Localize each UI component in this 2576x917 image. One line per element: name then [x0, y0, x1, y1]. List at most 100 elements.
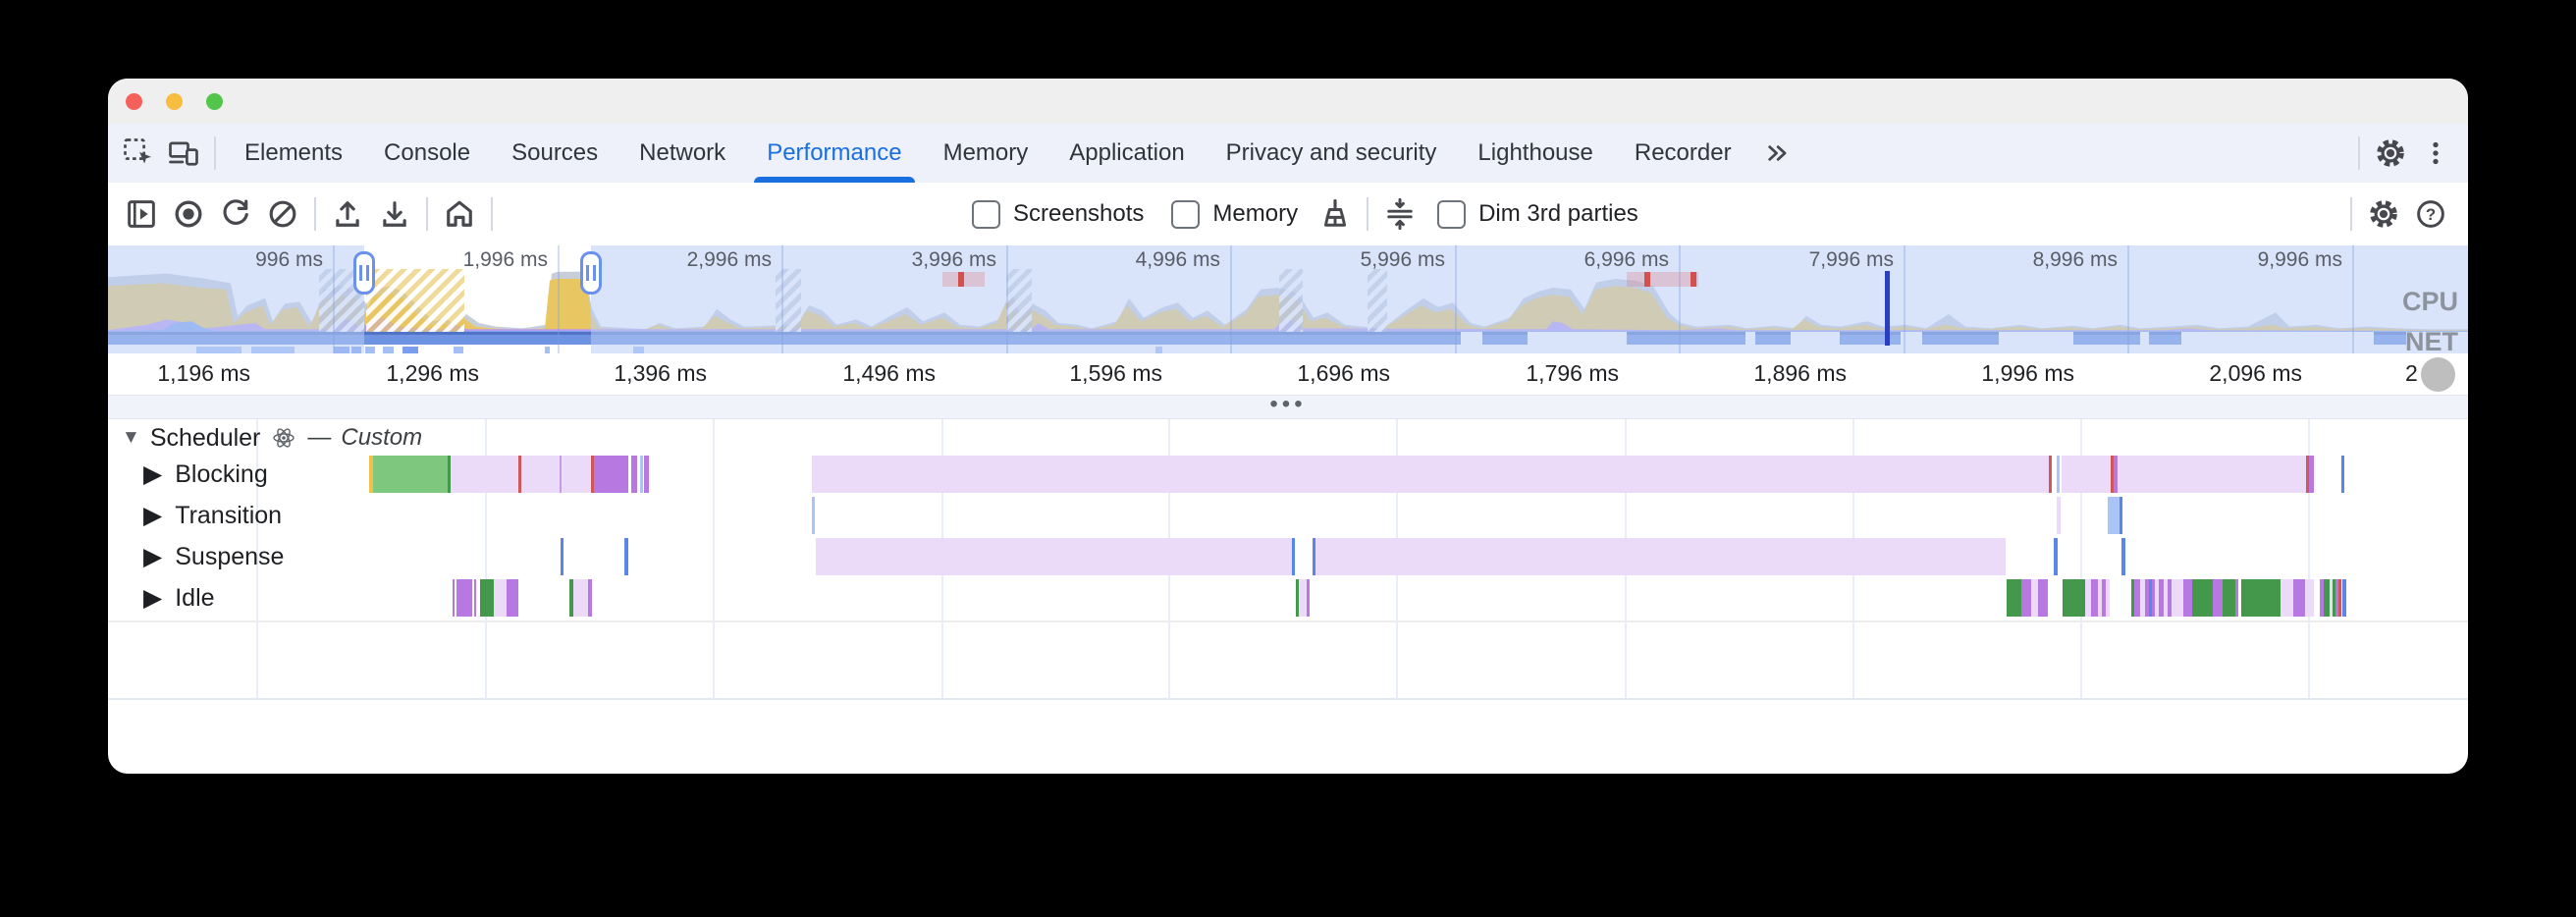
tab-console[interactable]: Console	[363, 124, 491, 183]
flame-entry-idle[interactable]	[588, 579, 592, 617]
flame-entry-idle[interactable]	[2241, 579, 2281, 617]
flame-entry-suspense[interactable]	[1315, 538, 2006, 575]
flame-entry-idle[interactable]	[456, 579, 472, 617]
live-metrics-button[interactable]	[436, 190, 483, 238]
flame-entry-idle[interactable]	[2091, 579, 2098, 617]
tab-privacy-and-security[interactable]: Privacy and security	[1206, 124, 1458, 183]
flame-entry-blocking[interactable]	[2111, 456, 2114, 493]
flame-entry-blocking[interactable]	[2118, 456, 2306, 493]
compress-tracks-button[interactable]	[1376, 190, 1423, 238]
device-toolbar-button[interactable]	[161, 131, 206, 176]
show-sidebar-button[interactable]	[118, 190, 165, 238]
expand-arrow-icon[interactable]: ▶	[143, 460, 163, 488]
flame-entry-idle[interactable]	[2145, 579, 2149, 617]
titlebar[interactable]	[108, 79, 2468, 125]
flame-entry-blocking[interactable]	[631, 456, 637, 493]
clear-button[interactable]	[259, 190, 306, 238]
flame-entry-idle[interactable]	[474, 579, 476, 617]
flame-entry-blocking[interactable]	[2049, 456, 2052, 493]
flame-entry-idle[interactable]	[2305, 579, 2314, 617]
flame-entry-suspense[interactable]	[2054, 538, 2058, 575]
track-row-suspense[interactable]: ▶ Suspense	[143, 538, 284, 575]
flame-entry-idle[interactable]	[2063, 579, 2085, 617]
capture-settings-button[interactable]	[2360, 190, 2407, 238]
zoom-window-button[interactable]	[206, 93, 223, 110]
collapse-arrow-icon[interactable]: ▼	[122, 427, 140, 448]
flame-entry-blocking[interactable]	[2309, 456, 2314, 493]
flame-entry-idle[interactable]	[2021, 579, 2031, 617]
flame-entry-blocking[interactable]	[2114, 456, 2118, 493]
flame-entry-idle[interactable]	[2320, 579, 2324, 617]
flame-entry-transition[interactable]	[812, 497, 815, 534]
track-row-blocking[interactable]: ▶ Blocking	[143, 456, 268, 493]
flame-entry-idle[interactable]	[2038, 579, 2048, 617]
overview-playhead[interactable]	[1885, 271, 1890, 346]
tab-sources[interactable]: Sources	[491, 124, 618, 183]
more-tabs-button[interactable]	[1752, 131, 1798, 176]
track-row-idle[interactable]: ▶ Idle	[143, 579, 215, 617]
flame-entry-idle[interactable]	[2085, 579, 2091, 617]
flame-entry-idle[interactable]	[2098, 579, 2102, 617]
flame-entry-idle[interactable]	[507, 579, 518, 617]
inspect-element-button[interactable]	[116, 131, 161, 176]
flame-entry-idle[interactable]	[2102, 579, 2106, 617]
flame-entry-suspense[interactable]	[561, 538, 564, 575]
flame-entry-idle[interactable]	[2152, 579, 2155, 617]
flame-entry-blocking[interactable]	[591, 456, 594, 493]
tab-network[interactable]: Network	[618, 124, 746, 183]
flame-entry-idle[interactable]	[2192, 579, 2213, 617]
flame-entry-suspense[interactable]	[816, 538, 1292, 575]
tab-memory[interactable]: Memory	[923, 124, 1049, 183]
minimize-window-button[interactable]	[166, 93, 183, 110]
record-button[interactable]	[165, 190, 212, 238]
flame-entry-transition[interactable]	[2108, 497, 2120, 534]
flame-entry-transition[interactable]	[2057, 497, 2061, 534]
flame-entry-idle[interactable]	[453, 579, 455, 617]
expand-arrow-icon[interactable]: ▶	[143, 543, 163, 570]
settings-button[interactable]	[2368, 131, 2413, 176]
flame-entry-suspense[interactable]	[1292, 538, 1295, 575]
flame-entry-idle[interactable]	[2333, 579, 2335, 617]
flame-entry-idle[interactable]	[2338, 579, 2341, 617]
screenshots-checkbox[interactable]: Screenshots	[972, 199, 1144, 229]
flame-entry-blocking[interactable]	[2306, 456, 2309, 493]
flame-entry-idle[interactable]	[480, 579, 494, 617]
flame-entry-blocking[interactable]	[640, 456, 643, 493]
tab-recorder[interactable]: Recorder	[1614, 124, 1752, 183]
customize-devtools-button[interactable]	[2413, 131, 2458, 176]
tab-lighthouse[interactable]: Lighthouse	[1457, 124, 1613, 183]
flame-entry-idle[interactable]	[1296, 579, 1299, 617]
tab-performance[interactable]: Performance	[746, 124, 922, 183]
memory-checkbox[interactable]: Memory	[1171, 199, 1298, 229]
expand-arrow-icon[interactable]: ▶	[143, 584, 163, 612]
flame-entry-idle[interactable]	[2140, 579, 2145, 617]
scrollbar-thumb[interactable]	[2421, 357, 2455, 392]
flame-entry-blocking[interactable]	[594, 456, 628, 493]
flame-entry-blocking[interactable]	[2057, 456, 2060, 493]
flame-entry-idle[interactable]	[2183, 579, 2192, 617]
help-button[interactable]: ?	[2407, 190, 2454, 238]
flame-entry-idle[interactable]	[2223, 579, 2235, 617]
expand-arrow-icon[interactable]: ▶	[143, 502, 163, 529]
flame-entry-idle[interactable]	[2134, 579, 2140, 617]
flame-entry-idle[interactable]	[2168, 579, 2172, 617]
flame-entry-idle[interactable]	[569, 579, 573, 617]
flame-entry-blocking[interactable]	[448, 456, 451, 493]
flame-entry-idle[interactable]	[2159, 579, 2164, 617]
flame-entry-idle[interactable]	[2172, 579, 2183, 617]
flame-entry-idle[interactable]	[573, 579, 588, 617]
flame-entry-transition[interactable]	[2120, 497, 2122, 534]
record-and-reload-button[interactable]	[212, 190, 259, 238]
flame-entry-idle[interactable]	[2131, 579, 2134, 617]
flame-entry-suspense[interactable]	[624, 538, 628, 575]
flame-entry-suspense[interactable]	[2121, 538, 2125, 575]
selection-handle-right[interactable]	[580, 251, 602, 295]
dim-3rd-parties-checkbox[interactable]: Dim 3rd parties	[1437, 199, 1638, 229]
flame-entry-idle[interactable]	[1299, 579, 1307, 617]
flame-entry-idle[interactable]	[2281, 579, 2293, 617]
flame-entry-idle[interactable]	[2007, 579, 2021, 617]
flame-entry-idle[interactable]	[2106, 579, 2110, 617]
flame-entry-suspense[interactable]	[1313, 538, 1315, 575]
flame-entry-idle[interactable]	[2155, 579, 2159, 617]
